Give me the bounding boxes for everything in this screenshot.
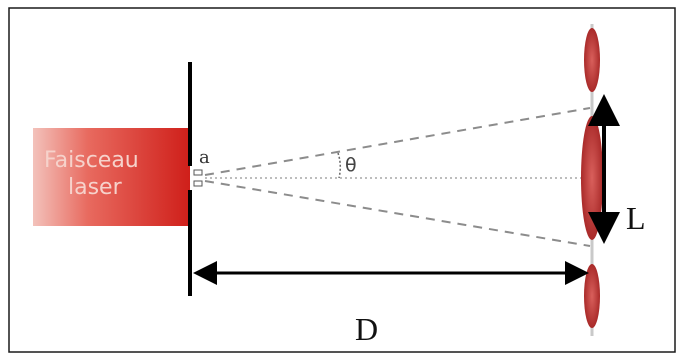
angle-theta-label: θ <box>345 154 357 176</box>
laser-label-line1: Faisceau <box>44 148 139 173</box>
upper-ray <box>204 107 591 176</box>
fringe-lower <box>584 264 600 328</box>
fringe-upper <box>584 28 600 92</box>
fringe-central <box>581 116 603 240</box>
slit-width-label: a <box>199 147 210 168</box>
slit-mark-lower <box>193 180 203 187</box>
laser-label-line2: laser <box>68 175 123 200</box>
laser-beam <box>33 128 190 226</box>
width-label: L <box>626 200 646 236</box>
slit-mark-upper <box>193 169 203 176</box>
angle-arc <box>337 152 342 179</box>
distance-label: D <box>355 311 378 347</box>
lower-ray <box>204 180 591 247</box>
